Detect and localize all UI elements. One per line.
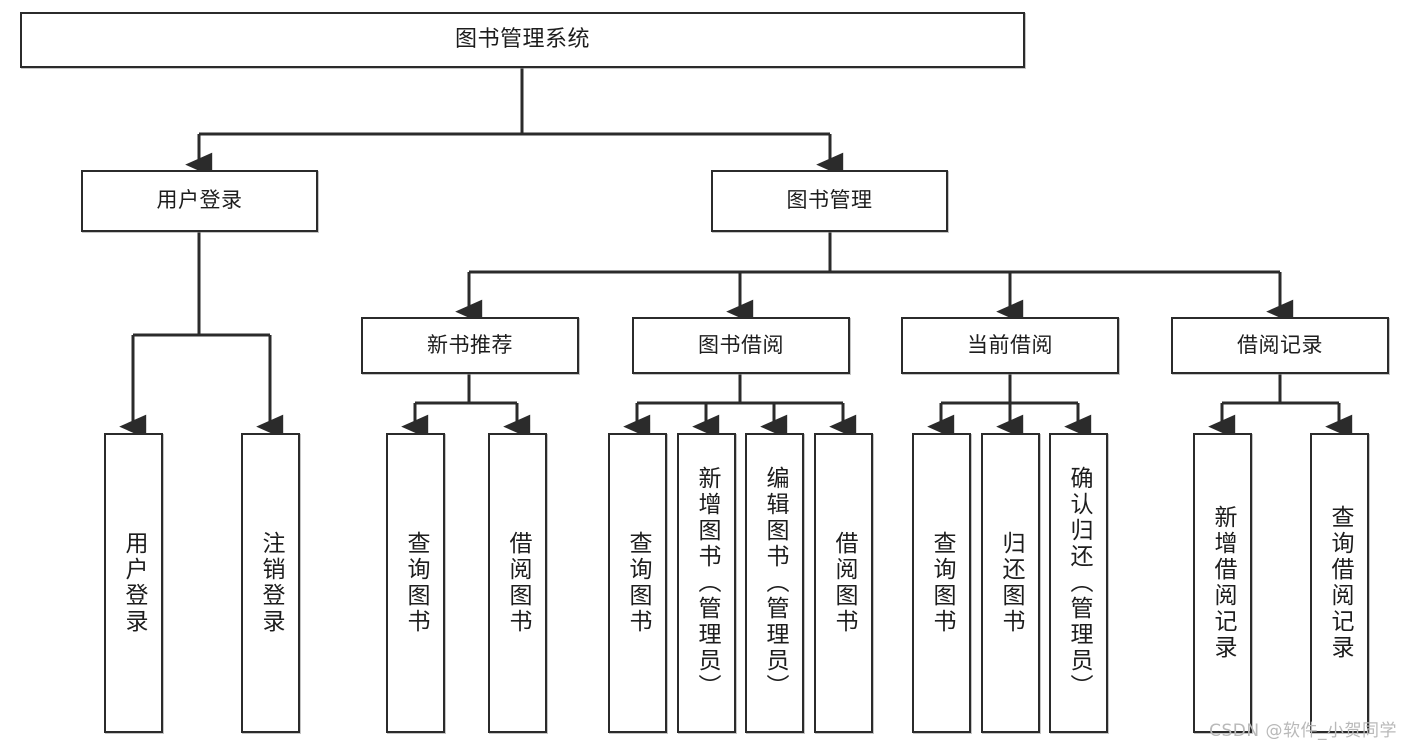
leaf-current-confirm-return-admin[interactable]: 确认归还（管理员） — [1049, 433, 1108, 733]
node-label: 编辑图书（管理员） — [762, 466, 788, 700]
leaf-borrow-query-book[interactable]: 查询图书 — [608, 433, 667, 733]
node-label: 用户登录 — [156, 188, 243, 213]
node-label: 新书推荐 — [427, 332, 513, 357]
node-label: 查询图书 — [403, 531, 429, 635]
node-borrow-record[interactable]: 借阅记录 — [1171, 317, 1389, 374]
node-current-borrow[interactable]: 当前借阅 — [901, 317, 1119, 374]
node-label: 借阅图书 — [831, 531, 857, 635]
leaf-current-query-book[interactable]: 查询图书 — [912, 433, 971, 733]
node-label: 当前借阅 — [967, 332, 1053, 357]
leaf-borrow-add-book-admin[interactable]: 新增图书（管理员） — [677, 433, 736, 733]
node-label: 新增图书（管理员） — [694, 466, 720, 700]
leaf-user-login-logout[interactable]: 注销登录 — [241, 433, 300, 733]
node-label: 确认归还（管理员） — [1066, 466, 1092, 700]
node-label: 归还图书 — [998, 531, 1024, 635]
node-label: 用户登录 — [121, 531, 147, 635]
leaf-current-return-book[interactable]: 归还图书 — [981, 433, 1040, 733]
node-user-login[interactable]: 用户登录 — [81, 170, 318, 232]
node-root-system[interactable]: 图书管理系统 — [20, 12, 1025, 68]
leaf-record-query-record[interactable]: 查询借阅记录 — [1310, 433, 1369, 733]
leaf-user-login-login[interactable]: 用户登录 — [104, 433, 163, 733]
watermark-text: CSDN @软件_小贺同学 — [1209, 721, 1397, 741]
node-label: 借阅记录 — [1237, 332, 1323, 357]
node-label: 图书管理系统 — [454, 26, 590, 52]
node-label: 查询图书 — [929, 531, 955, 635]
leaf-recommend-query-book[interactable]: 查询图书 — [386, 433, 445, 733]
node-book-borrow[interactable]: 图书借阅 — [632, 317, 850, 374]
leaf-record-add-record[interactable]: 新增借阅记录 — [1193, 433, 1252, 733]
node-label: 图书借阅 — [698, 332, 784, 357]
node-label: 查询借阅记录 — [1327, 505, 1353, 661]
node-label: 查询图书 — [625, 531, 651, 635]
leaf-borrow-borrow-book[interactable]: 借阅图书 — [814, 433, 873, 733]
node-new-book-recommend[interactable]: 新书推荐 — [361, 317, 579, 374]
node-book-management[interactable]: 图书管理 — [711, 170, 948, 232]
node-label: 注销登录 — [258, 531, 284, 635]
leaf-recommend-borrow-book[interactable]: 借阅图书 — [488, 433, 547, 733]
leaf-borrow-edit-book-admin[interactable]: 编辑图书（管理员） — [745, 433, 804, 733]
node-label: 借阅图书 — [505, 531, 531, 635]
node-label: 图书管理 — [786, 188, 873, 213]
node-label: 新增借阅记录 — [1210, 505, 1236, 661]
